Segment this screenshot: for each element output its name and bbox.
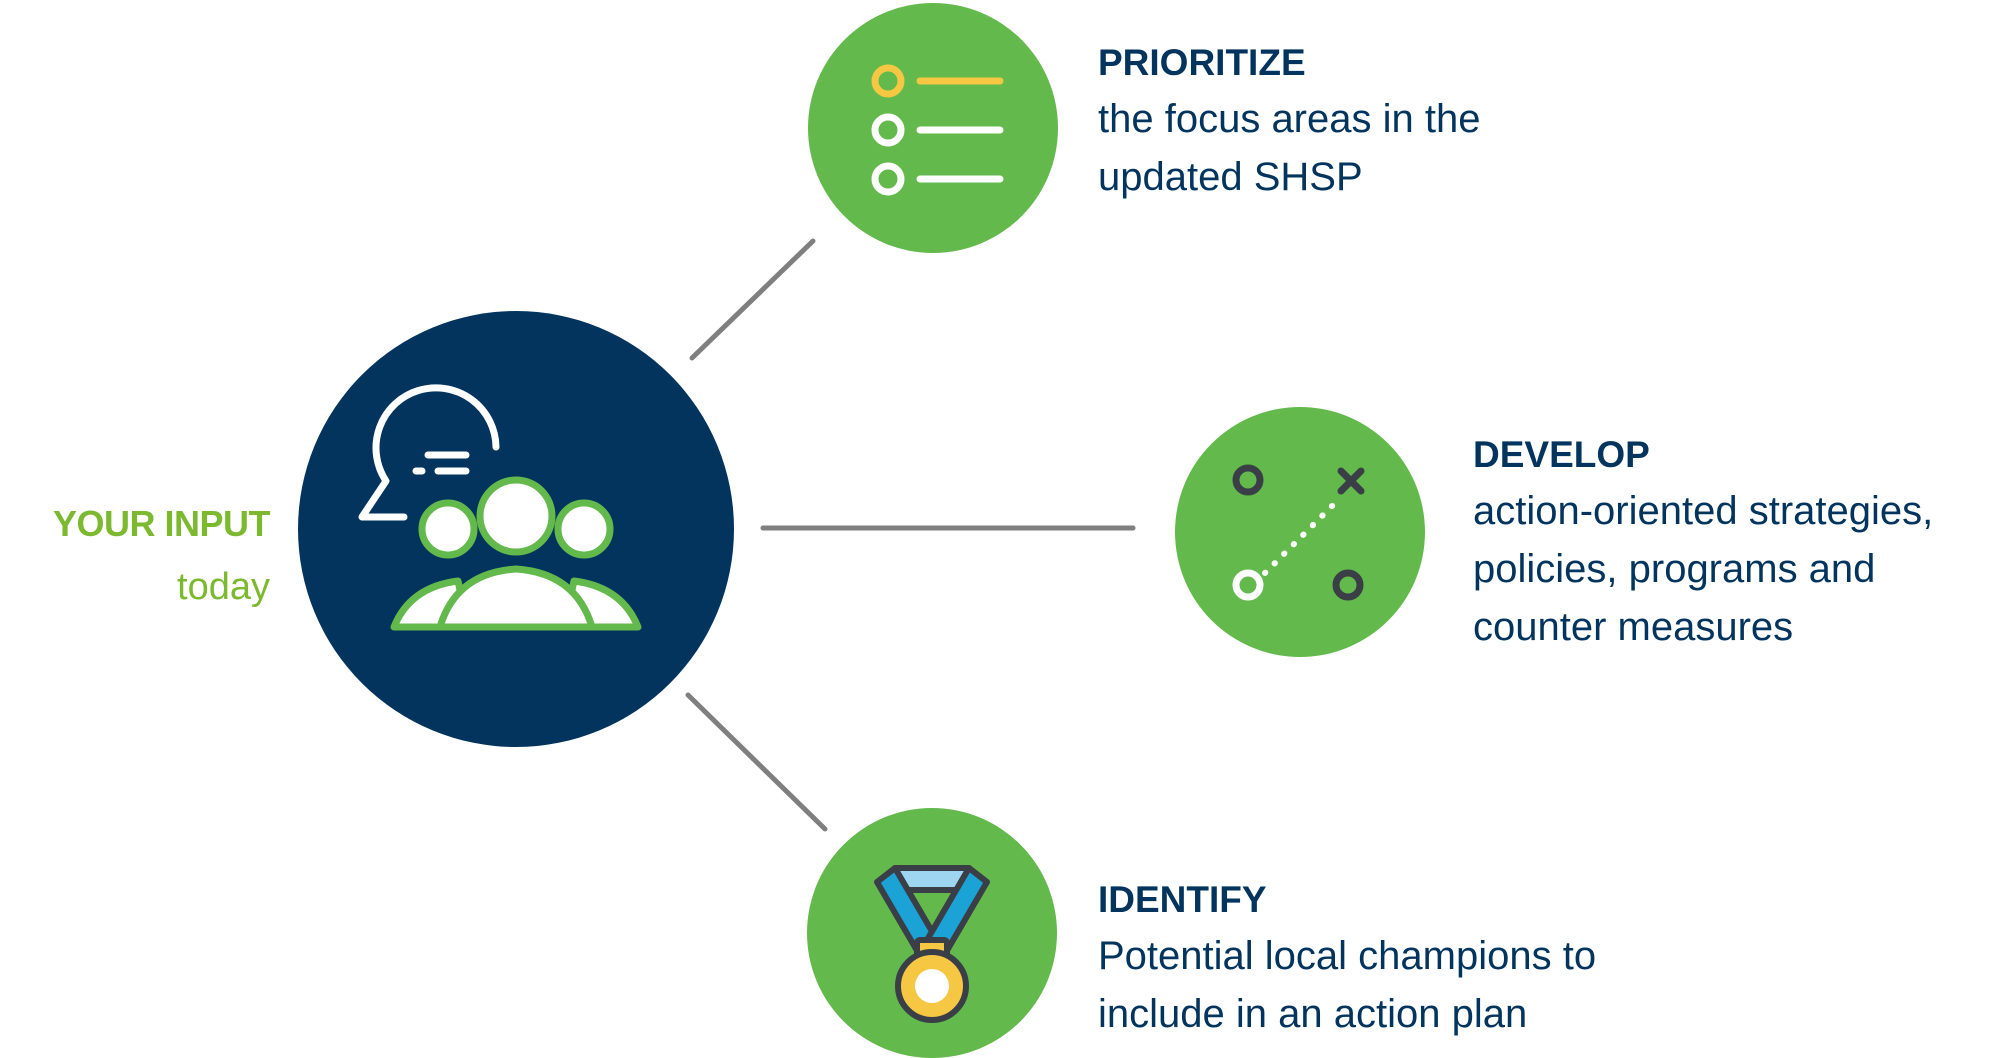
prioritize-circle (808, 3, 1058, 253)
develop-circle (1175, 407, 1425, 657)
prioritize-desc-line-1: the focus areas in the (1098, 97, 1481, 141)
hub-circle (298, 311, 734, 747)
identify-circle (807, 808, 1057, 1058)
connector-to-prioritize (689, 238, 816, 361)
prioritize-step: PRIORITIZE the focus areas in the update… (1098, 38, 1598, 206)
develop-desc-line-2: policies, programs and (1473, 547, 1876, 591)
develop-desc-line-1: action-oriented strategies, (1473, 489, 1934, 533)
your-input-subtitle: today (177, 566, 270, 608)
your-input-label: YOUR INPUT (52, 503, 271, 544)
identify-desc-line-2: include in an action plan (1098, 992, 1528, 1036)
develop-description: action-oriented strategies, policies, pr… (1473, 482, 1993, 656)
prioritize-desc-line-2: updated SHSP (1098, 155, 1363, 199)
connector-to-identify (685, 692, 828, 832)
develop-step: DEVELOP action-oriented strategies, poli… (1473, 430, 1993, 656)
people-chat-icon (358, 384, 642, 631)
checklist-icon (871, 64, 1004, 196)
develop-desc-line-3: counter measures (1473, 605, 1794, 649)
identify-title: IDENTIFY (1098, 879, 1267, 920)
prioritize-title: PRIORITIZE (1098, 42, 1306, 83)
strategy-play-icon (1232, 464, 1365, 601)
identify-step: IDENTIFY Potential local champions to in… (1098, 875, 1698, 1043)
develop-title: DEVELOP (1473, 434, 1650, 475)
medal-icon (874, 865, 990, 1023)
prioritize-description: the focus areas in the updated SHSP (1098, 90, 1598, 206)
identify-description: Potential local champions to include in … (1098, 927, 1698, 1043)
identify-desc-line-1: Potential local champions to (1098, 934, 1597, 978)
